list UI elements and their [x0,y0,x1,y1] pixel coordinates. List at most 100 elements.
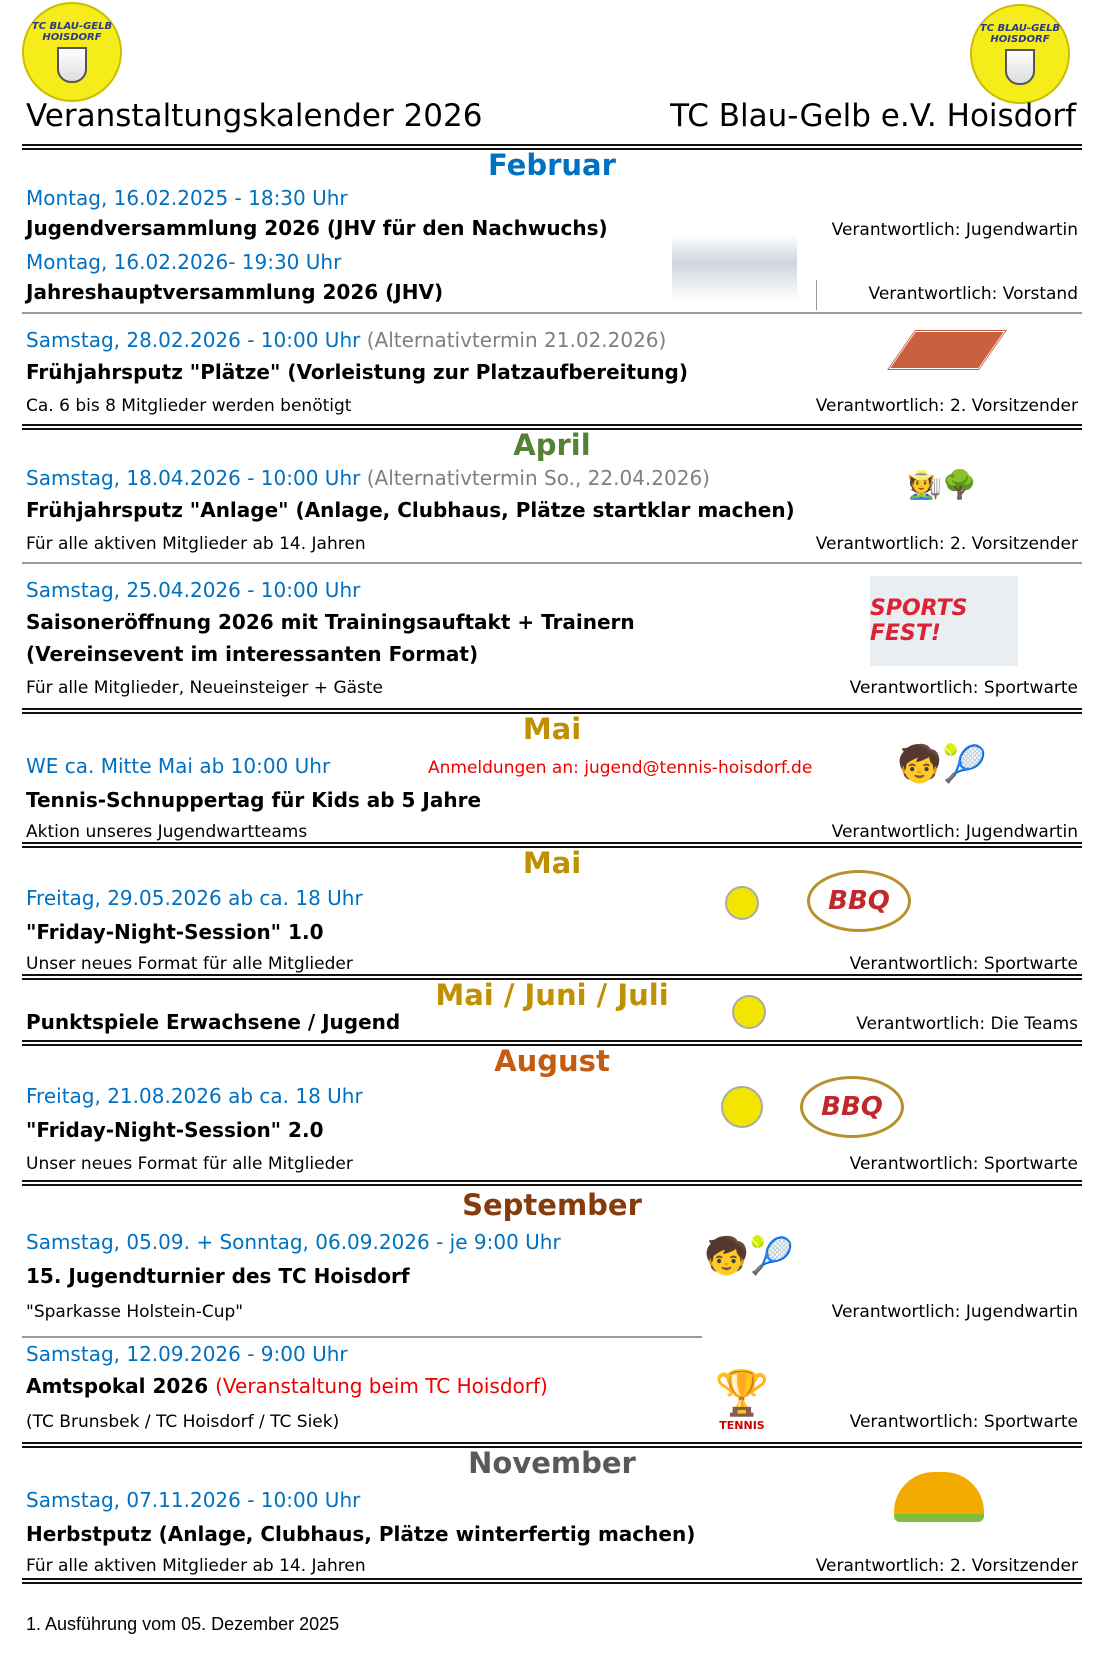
tennis-rackets-icon [717,982,781,1042]
logo-text: TC BLAU-GELB HOISDORF [979,23,1061,45]
month-heading: Mai / Juni / Juli [435,978,669,1012]
divider [22,708,1082,714]
event-note: "Sparkasse Holstein-Cup" [26,1302,244,1322]
responsible: Verantwortlich: 2. Vorsitzender [815,534,1078,554]
responsible: Verantwortlich: Sportwarte [849,954,1078,974]
alternative-date: (Alternativtermin So., 22.04.2026) [366,466,710,490]
month-heading: Mai [522,712,582,746]
responsible: Verantwortlich: 2. Vorsitzender [815,396,1078,416]
tennis-court-icon [887,322,1007,378]
event-title-line2: (Vereinsevent im interessanten Format) [26,642,479,666]
event-date: Samstag, 07.11.2026 - 10:00 Uhr [26,1488,361,1512]
alternative-date: (Alternativtermin 21.02.2026) [366,328,667,352]
wheelbarrow-icon [884,1454,994,1540]
event-date: Samstag, 18.04.2026 - 10:00 Uhr (Alterna… [26,466,710,490]
bbq-logo: BBQ [807,870,911,932]
trophy-icon: 🏆TENNIS [702,1336,782,1432]
event-title: Tennis-Schnuppertag für Kids ab 5 Jahre [26,788,482,812]
event-date: Samstag, 25.04.2026 - 10:00 Uhr [26,578,361,602]
club-name: TC Blau-Gelb e.V. Hoisdorf [670,98,1076,134]
section-september: September Samstag, 05.09. + Sonntag, 06.… [22,1180,1082,1338]
responsible: Verantwortlich: Jugendwartin [831,220,1078,240]
divider [22,842,1082,848]
section-april: April Samstag, 18.04.2026 - 10:00 Uhr (A… [22,424,1082,564]
section-november: November Samstag, 07.11.2026 - 10:00 Uhr… [22,1442,1082,1584]
event-saisoneroeffnung: Samstag, 25.04.2026 - 10:00 Uhr Saisoner… [22,564,1082,710]
event-date: WE ca. Mitte Mai ab 10:00 Uhr [26,754,331,778]
responsible: Verantwortlich: Jugendwartin [831,822,1078,842]
month-heading: Mai [522,846,582,880]
event-date: Montag, 16.02.2026- 19:30 Uhr [26,250,342,274]
divider [22,1040,1082,1046]
divider [22,562,1082,564]
event-title: "Friday-Night-Session" 2.0 [26,1118,324,1142]
responsible: Verantwortlich: Jugendwartin [831,1302,1078,1322]
event-date: Samstag, 28.02.2026 - 10:00 Uhr (Alterna… [26,328,666,352]
event-fruehjahrsputz-plaetze: Samstag, 28.02.2026 - 10:00 Uhr (Alterna… [22,314,1082,428]
event-title: Amtspokal 2026 (Veranstaltung beim TC Ho… [26,1374,548,1398]
month-heading: September [462,1188,642,1222]
responsible: Verantwortlich: 2. Vorsitzender [815,1556,1078,1576]
event-date: Montag, 16.02.2025 - 18:30 Uhr [26,186,348,210]
responsible: Verantwortlich: Vorstand [868,284,1078,304]
event-date-text: Samstag, 28.02.2026 - 10:00 Uhr [26,328,361,352]
event-title: Jahreshauptversammlung 2026 (JHV) [26,280,444,304]
month-heading: April [513,428,591,462]
page-title: Veranstaltungskalender 2026 [26,98,483,134]
crest-icon [57,47,87,83]
club-logo-right: TC BLAU-GELB HOISDORF [970,4,1070,104]
event-title: Herbstputz (Anlage, Clubhaus, Plätze win… [26,1522,696,1546]
event-amtspokal: Samstag, 12.09.2026 - 9:00 Uhr Amtspokal… [22,1338,1082,1444]
event-note: Für alle aktiven Mitglieder ab 14. Jahre… [26,1556,366,1576]
event-note: Für alle aktiven Mitglieder ab 14. Jahre… [26,534,366,554]
divider [22,144,1082,150]
event-date: Samstag, 05.09. + Sonntag, 06.09.2026 - … [26,1230,561,1254]
month-heading: November [468,1446,636,1480]
event-note: Unser neues Format für alle Mitglieder [26,954,353,974]
footer-version: 1. Ausführung vom 05. Dezember 2025 [26,1614,340,1634]
bbq-logo: BBQ [800,1076,904,1138]
event-title: Frühjahrsputz "Plätze" (Vorleistung zur … [26,360,689,384]
event-date: Samstag, 12.09.2026 - 9:00 Uhr [26,1342,348,1366]
event-note: Unser neues Format für alle Mitglieder [26,1154,353,1174]
divider [22,974,1082,980]
event-title: 15. Jugendturnier des TC Hoisdorf [26,1264,410,1288]
divider [22,424,1082,430]
tennis-rackets-icon [712,872,772,934]
event-date: Freitag, 21.08.2026 ab ca. 18 Uhr [26,1084,363,1108]
divider [22,1336,702,1338]
kids-tennis-image: 🧒🎾 [704,1236,794,1277]
responsible: Verantwortlich: Die Teams [856,1014,1078,1034]
section-mai-schnuppertag: Mai WE ca. Mitte Mai ab 10:00 Uhr Anmeld… [22,708,1082,842]
section-mai-friday-night: Mai Freitag, 29.05.2026 ab ca. 18 Uhr "F… [22,842,1082,976]
month-heading: August [494,1044,610,1078]
sports-fest-image: SPORTS FEST! [870,576,1018,666]
divider [22,312,1082,314]
event-title-text: Amtspokal 2026 [26,1374,209,1398]
event-note: (TC Brunsbek / TC Hoisdorf / TC Siek) [26,1412,340,1432]
gardening-icon: 🧑‍🌾🌳 [907,467,977,501]
divider [816,280,817,310]
section-punktspiele: Mai / Juni / Juli Punktspiele Erwachsene… [22,974,1082,1044]
responsible: Verantwortlich: Sportwarte [849,1412,1078,1432]
divider [22,1578,1082,1584]
event-note: Ca. 6 bis 8 Mitglieder werden benötigt [26,396,352,416]
club-logo-left: TC BLAU-GELB HOISDORF [22,2,122,102]
tennis-rackets-icon [707,1072,777,1142]
event-title: Jugendversammlung 2026 (JHV für den Nach… [26,216,608,240]
divider [22,1442,1082,1448]
event-note: Für alle Mitglieder, Neueinsteiger + Gäs… [26,678,384,698]
event-title: "Friday-Night-Session" 1.0 [26,920,324,944]
event-title: Frühjahrsputz "Anlage" (Anlage, Clubhaus… [26,498,795,522]
trophy-label: TENNIS [719,1419,765,1432]
kids-tennis-image: 🧒🎾 [897,744,987,785]
registration-email[interactable]: Anmeldungen an: jugend@tennis-hoisdorf.d… [428,758,813,778]
event-title: Punktspiele Erwachsene / Jugend [26,1010,401,1034]
trophy-glyph: 🏆 [714,1368,770,1419]
event-note: Aktion unseres Jugendwartteams [26,822,308,842]
event-date: Freitag, 29.05.2026 ab ca. 18 Uhr [26,886,363,910]
divider [22,1180,1082,1186]
logo-text: TC BLAU-GELB HOISDORF [31,21,113,43]
section-august: August Freitag, 21.08.2026 ab ca. 18 Uhr… [22,1040,1082,1182]
month-heading: Februar [488,148,616,182]
